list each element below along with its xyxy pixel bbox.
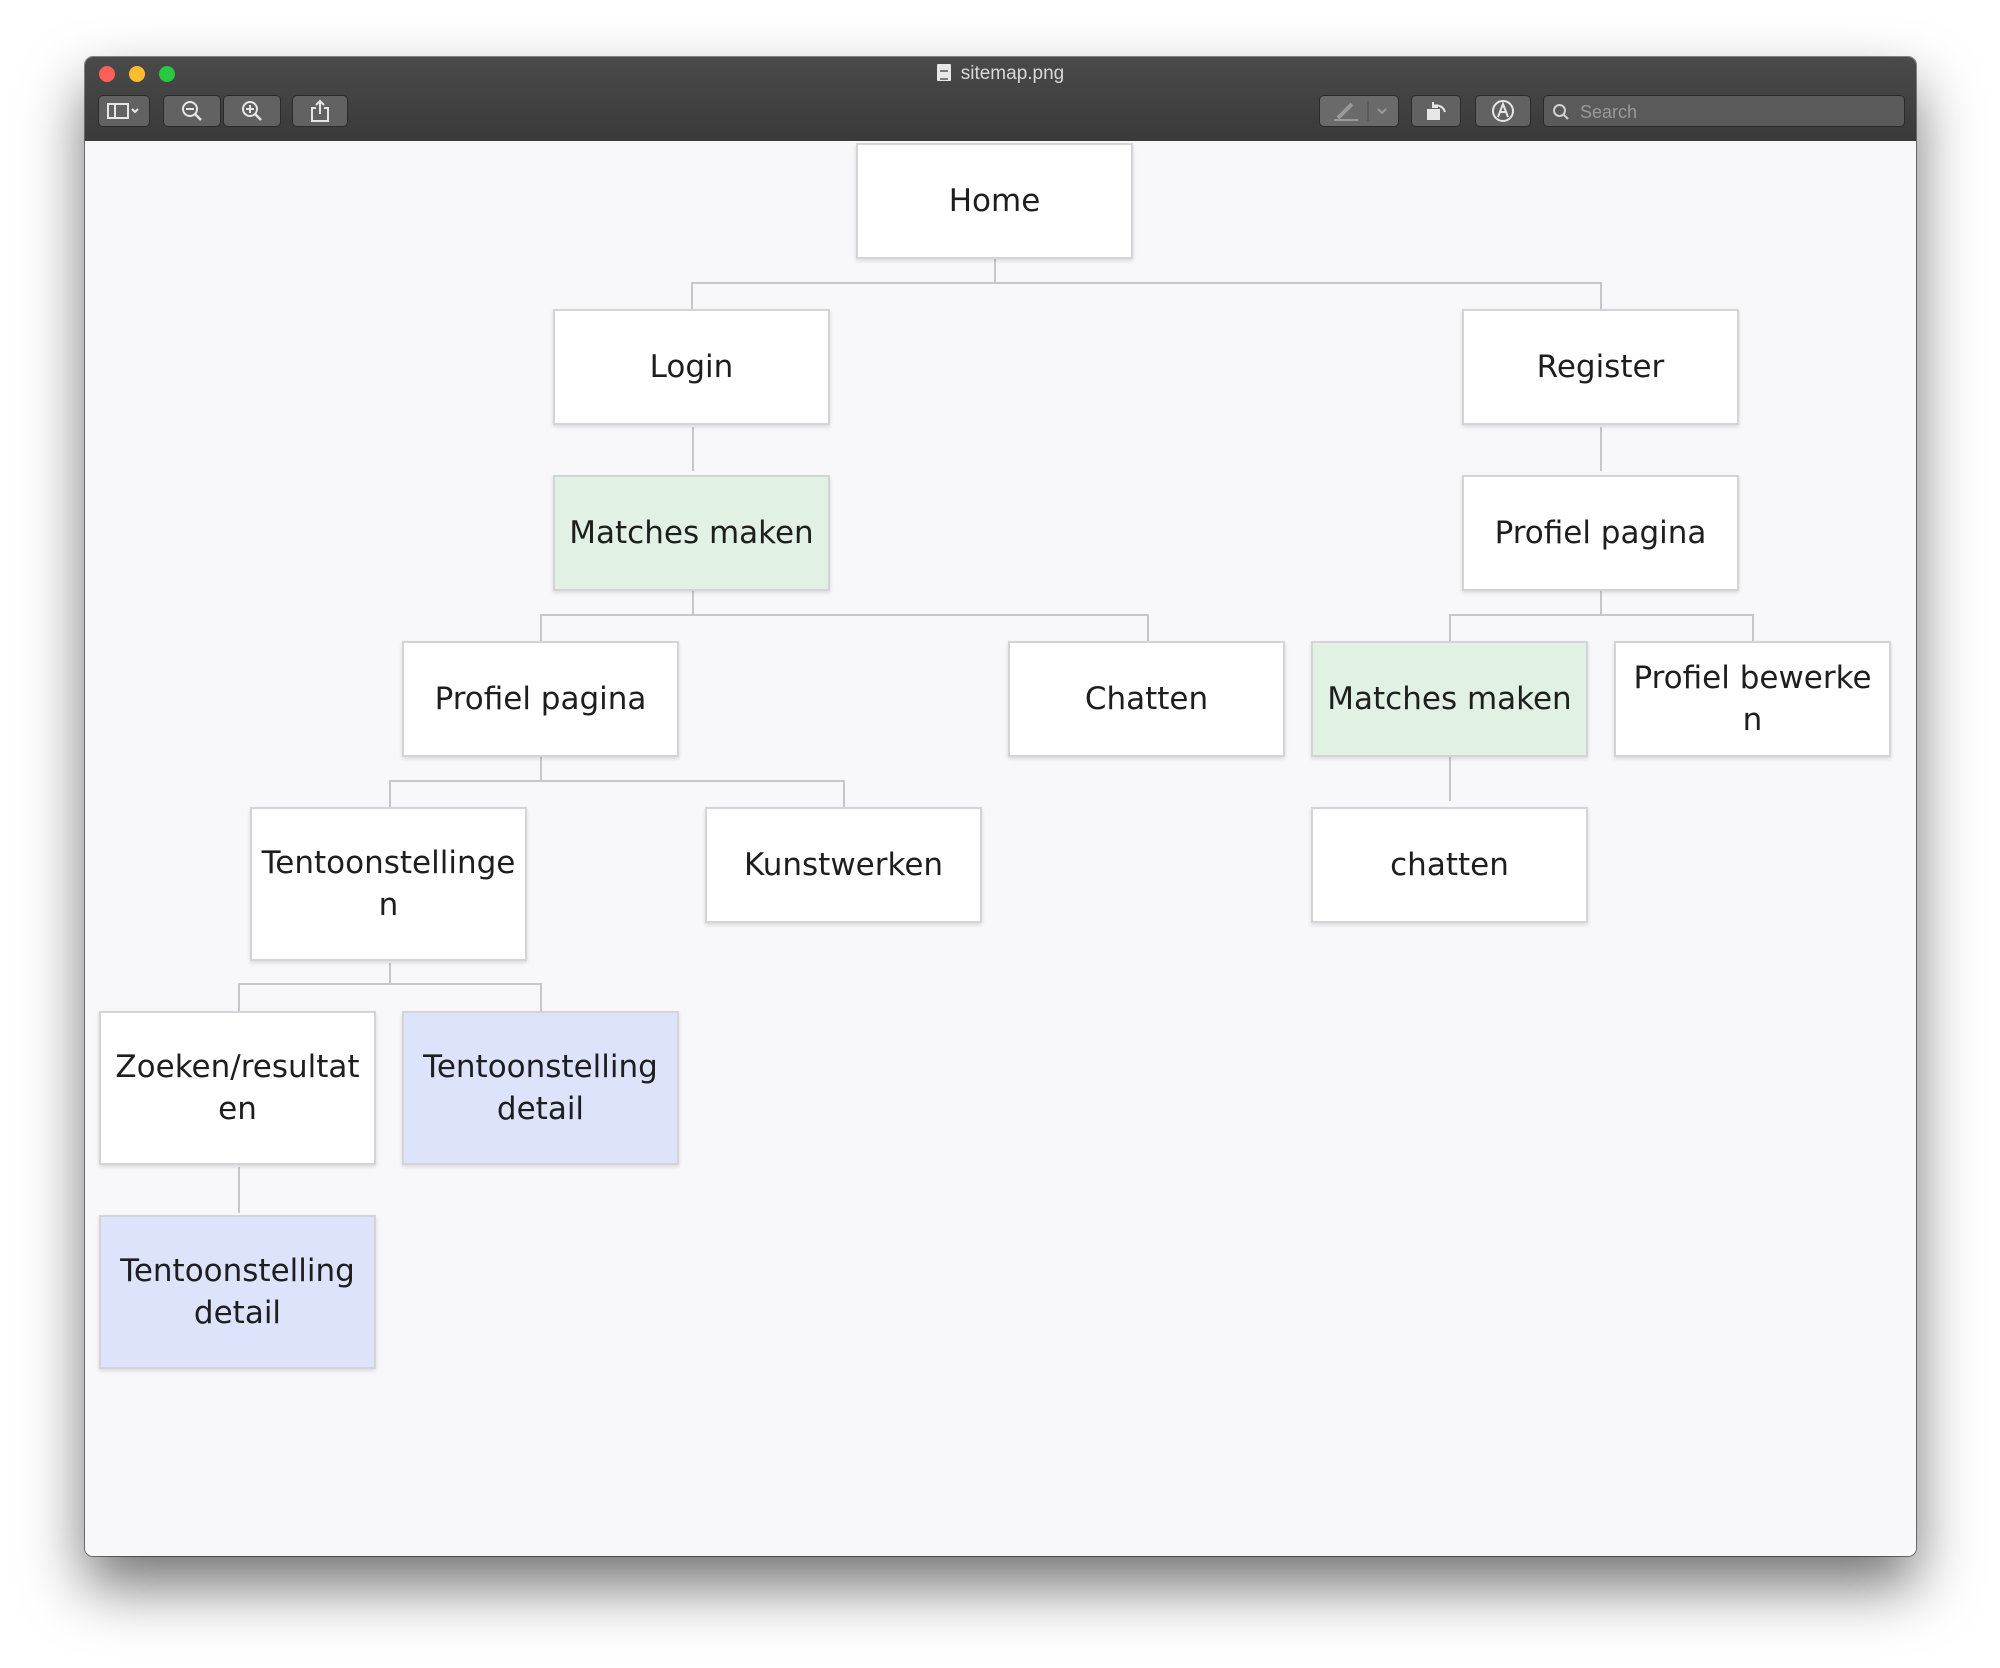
markup-icon bbox=[1492, 100, 1514, 122]
node-home: Home bbox=[856, 143, 1133, 259]
node-exhibitions: Tentoonstellingen bbox=[250, 807, 527, 961]
node-artworks-label: Kunstwerken bbox=[743, 847, 944, 883]
node-login-profile-label: Profiel pagina bbox=[434, 681, 647, 717]
sidebar-toggle-button[interactable] bbox=[98, 95, 150, 127]
markup-pen-button[interactable] bbox=[1319, 95, 1399, 127]
node-login-chat: Chatten bbox=[1008, 641, 1285, 757]
node-register-chat-label: chatten bbox=[1390, 847, 1509, 883]
rotate-button[interactable] bbox=[1411, 95, 1461, 127]
node-register-matches-label: Matches maken bbox=[1327, 681, 1572, 717]
minimize-window-button[interactable] bbox=[129, 66, 145, 82]
node-search-results-label: Zoeken/resultaten bbox=[115, 1049, 360, 1127]
node-login-matches: Matches maken bbox=[553, 475, 830, 591]
node-exhibition-detail-b-label: Tentoonstelling detail bbox=[120, 1253, 355, 1331]
node-search-results: Zoeken/resultaten bbox=[99, 1011, 376, 1165]
share-button[interactable] bbox=[292, 95, 348, 127]
node-register-chat: chatten bbox=[1311, 807, 1588, 923]
close-window-button[interactable] bbox=[99, 66, 115, 82]
node-register-profile: Profiel pagina bbox=[1462, 475, 1739, 591]
zoom-window-button[interactable] bbox=[159, 66, 175, 82]
node-login-chat-label: Chatten bbox=[1084, 681, 1209, 717]
markup-toolbar-button[interactable] bbox=[1475, 95, 1531, 127]
sidebar-icon bbox=[107, 103, 139, 119]
node-register-label: Register bbox=[1536, 349, 1665, 385]
node-login: Login bbox=[553, 309, 830, 425]
node-login-label: Login bbox=[649, 349, 734, 385]
connector-lines bbox=[238, 259, 1754, 1213]
node-register-profile-label: Profiel pagina bbox=[1494, 515, 1707, 551]
preview-window: sitemap.png bbox=[85, 57, 1916, 1556]
zoom-in-button[interactable] bbox=[223, 95, 281, 127]
node-home-label: Home bbox=[948, 183, 1041, 219]
node-login-profile: Profiel pagina bbox=[402, 641, 679, 757]
node-exhibition-detail-a-label: Tentoonstelling detail bbox=[423, 1049, 658, 1127]
search-field[interactable] bbox=[1543, 95, 1905, 127]
zoom-out-icon bbox=[182, 101, 202, 121]
title-bar: sitemap.png bbox=[85, 57, 1916, 142]
zoom-in-icon bbox=[242, 101, 262, 121]
zoom-out-button[interactable] bbox=[163, 95, 221, 127]
search-input[interactable] bbox=[1578, 100, 1892, 124]
node-exhibitions-label: Tentoonstellingen bbox=[261, 845, 516, 923]
node-login-matches-label: Matches maken bbox=[569, 515, 814, 551]
node-edit-profile-label: Profiel bewerken bbox=[1633, 660, 1872, 738]
node-exhibition-detail-a: Tentoonstelling detail bbox=[402, 1011, 679, 1165]
document-icon bbox=[936, 64, 951, 81]
image-canvas: Home Login Register Matches maken Profie… bbox=[85, 141, 1916, 1556]
node-exhibition-detail-b: Tentoonstelling detail bbox=[99, 1215, 376, 1369]
search-icon bbox=[1553, 104, 1569, 120]
window-title-text: sitemap.png bbox=[960, 63, 1065, 84]
window-title: sitemap.png bbox=[85, 63, 1916, 85]
pen-icon bbox=[1334, 101, 1387, 121]
node-artworks: Kunstwerken bbox=[705, 807, 982, 923]
share-icon bbox=[311, 99, 329, 122]
node-edit-profile: Profiel bewerken bbox=[1614, 641, 1891, 757]
rotate-icon bbox=[1427, 102, 1446, 120]
node-register: Register bbox=[1462, 309, 1739, 425]
node-register-matches: Matches maken bbox=[1311, 641, 1588, 757]
